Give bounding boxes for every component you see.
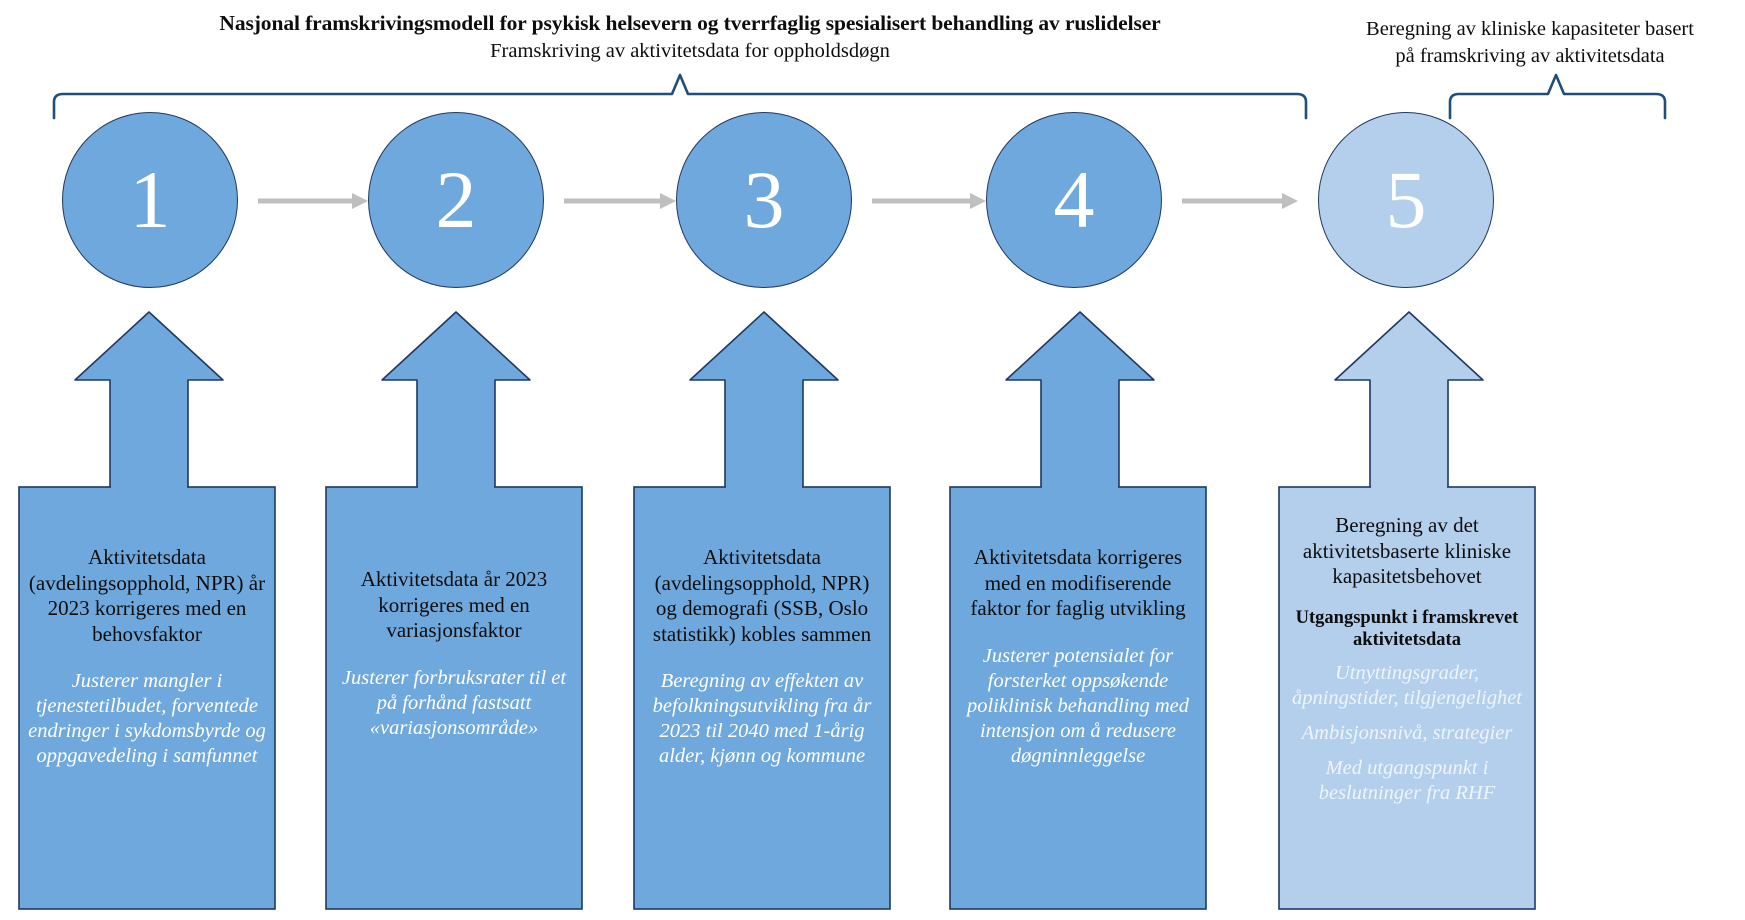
step-box-content-3: Aktivitetsdata (avdelingsopphold, NPR) o… bbox=[633, 545, 891, 769]
connector-arrow-2-3 bbox=[564, 193, 676, 209]
connector-arrow-3-4 bbox=[872, 193, 986, 209]
connector-arrow-1-2 bbox=[258, 193, 368, 209]
step-shape-1 bbox=[18, 311, 276, 910]
step-shape-5 bbox=[1278, 311, 1536, 910]
step-box-title-2: Aktivitetsdata år 2023 korrigeres med en… bbox=[360, 567, 548, 643]
step-box-title-5: Beregning av det aktivitetsbaserte klini… bbox=[1302, 513, 1512, 589]
step-box-title-1: Aktivitetsdata (avdelingsopphold, NPR) å… bbox=[28, 545, 266, 646]
bracket-right bbox=[1448, 73, 1667, 120]
step-box-title-4: Aktivitetsdata korrigeres med en modifis… bbox=[970, 545, 1186, 621]
step-box-bold-line-5: Utgangspunkt i framskrevet aktivitetsdat… bbox=[1295, 607, 1519, 650]
step-box-5 bbox=[1278, 486, 1536, 910]
arrow-right-icon bbox=[872, 193, 986, 209]
step-box-subtitle-3: Beregning av effekten av befolkningsutvi… bbox=[652, 670, 872, 768]
step-column-1: Aktivitetsdata (avdelingsopphold, NPR) å… bbox=[18, 310, 276, 910]
step-box-subtitle-1: Justerer mangler i tjenestetilbudet, for… bbox=[28, 670, 266, 768]
step-box-content-5: Beregning av det aktivitetsbaserte klini… bbox=[1278, 513, 1536, 806]
arrow-up-icon bbox=[381, 311, 531, 489]
bracket-left bbox=[52, 73, 1308, 120]
step-circle-5[interactable]: 5 bbox=[1318, 112, 1494, 288]
step-column-3: Aktivitetsdata (avdelingsopphold, NPR) o… bbox=[633, 310, 891, 910]
step-column-4: Aktivitetsdata korrigeres med en modifis… bbox=[949, 310, 1207, 910]
step-shape-4 bbox=[949, 311, 1207, 910]
step-column-5: Beregning av det aktivitetsbaserte klini… bbox=[1278, 310, 1536, 910]
arrow-up-icon bbox=[1005, 311, 1155, 489]
step-number-5: 5 bbox=[1385, 154, 1427, 245]
step-circle-3[interactable]: 3 bbox=[676, 112, 852, 288]
step-circle-1[interactable]: 1 bbox=[62, 112, 238, 288]
arrow-up-icon bbox=[74, 311, 224, 489]
right-header-line-2: på framskriving av aktivitetsdata bbox=[1395, 45, 1665, 68]
arrow-up-icon bbox=[689, 311, 839, 489]
step-circle-4[interactable]: 4 bbox=[986, 112, 1162, 288]
step-box-extra-line-3: Med utgangspunkt i beslutninger fra RHF bbox=[1318, 757, 1496, 805]
arrow-right-icon bbox=[258, 193, 368, 209]
step-box-content-2: Aktivitetsdata år 2023 korrigeres med en… bbox=[325, 567, 583, 741]
arrow-right-icon bbox=[564, 193, 676, 209]
step-column-2: Aktivitetsdata år 2023 korrigeres med en… bbox=[325, 310, 583, 910]
step-shape-2 bbox=[325, 311, 583, 910]
right-header-line-1: Beregning av kliniske kapasiteter basert bbox=[1366, 18, 1694, 40]
step-circle-2[interactable]: 2 bbox=[368, 112, 544, 288]
main-header: Nasjonal framskrivingsmodell for psykisk… bbox=[140, 10, 1240, 64]
step-box-extra-line-2: Ambisjonsnivå, strategier bbox=[1301, 722, 1513, 745]
step-box-content-1: Aktivitetsdata (avdelingsopphold, NPR) å… bbox=[18, 545, 276, 769]
step-box-title-3: Aktivitetsdata (avdelingsopphold, NPR) o… bbox=[652, 545, 872, 646]
step-number-4: 4 bbox=[1053, 154, 1095, 245]
step-number-1: 1 bbox=[129, 154, 171, 245]
step-box-4 bbox=[949, 486, 1207, 910]
arrow-right-icon bbox=[1182, 193, 1298, 209]
step-box-2 bbox=[325, 486, 583, 910]
step-box-3 bbox=[633, 486, 891, 910]
step-box-subtitle-4: Justerer potensialet for forsterket opps… bbox=[966, 644, 1190, 767]
step-number-3: 3 bbox=[743, 154, 785, 245]
step-box-subtitle-2: Justerer forbruksrater til et på forhånd… bbox=[341, 666, 567, 739]
arrow-up-icon bbox=[1334, 311, 1484, 489]
page-title: Nasjonal framskrivingsmodell for psykisk… bbox=[219, 11, 1161, 35]
step-box-content-4: Aktivitetsdata korrigeres med en modifis… bbox=[949, 545, 1207, 769]
step-box-extra-line-1: Utnyttingsgrader, åpningstider, tilgjeng… bbox=[1291, 662, 1523, 710]
connector-arrow-4-5 bbox=[1182, 193, 1298, 209]
right-header: Beregning av kliniske kapasiteter basert… bbox=[1330, 16, 1730, 70]
step-number-2: 2 bbox=[435, 154, 477, 245]
page-subtitle: Framskriving av aktivitetsdata for oppho… bbox=[490, 39, 890, 62]
step-shape-3 bbox=[633, 311, 891, 910]
